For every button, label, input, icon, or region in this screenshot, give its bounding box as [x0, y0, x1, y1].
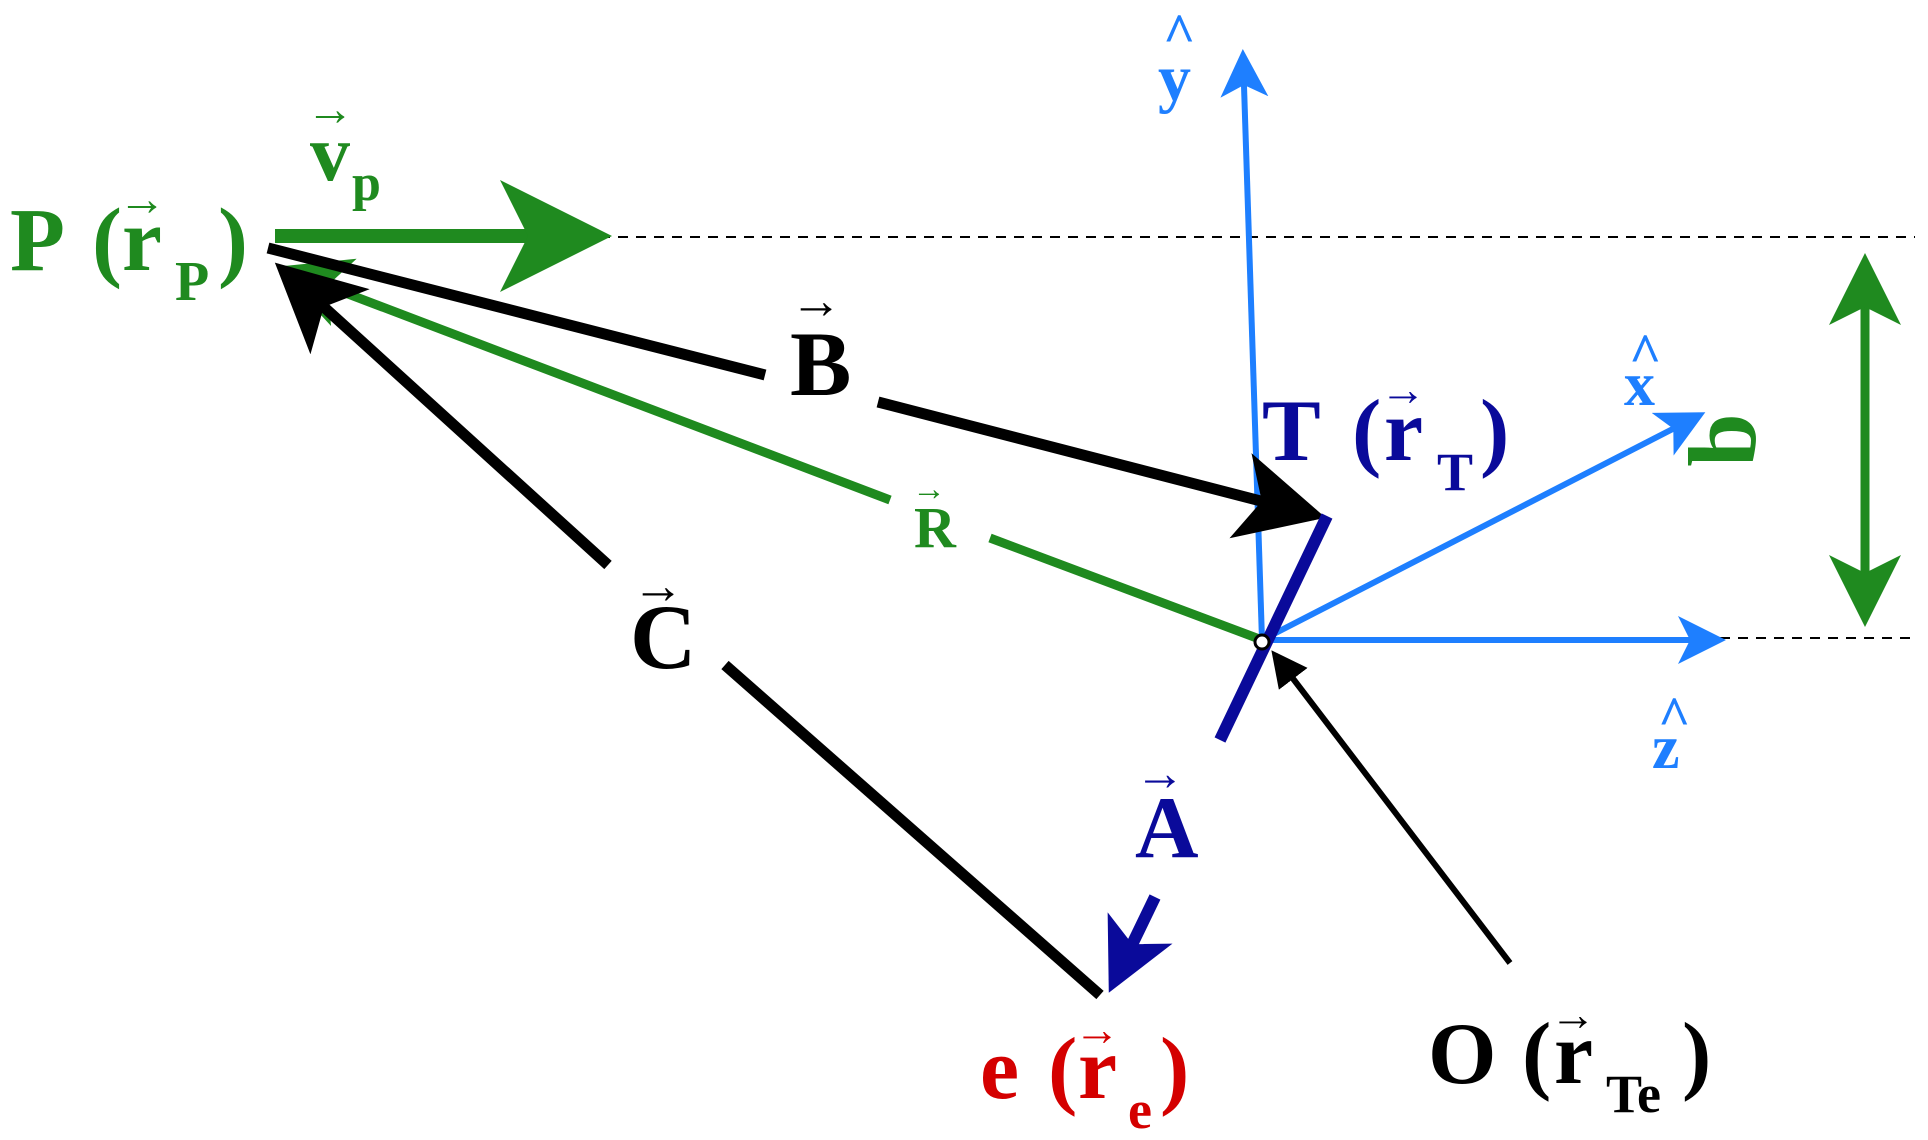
origin-point [1253, 633, 1271, 651]
R-vector-lower [988, 533, 1264, 645]
label-P: P ( r → P ) [10, 173, 248, 313]
b-label: b [1669, 413, 1776, 466]
B-letter: B [790, 313, 851, 415]
O-open-paren: ( [1522, 1006, 1551, 1103]
B-arrow: → [790, 273, 842, 330]
e-letter: e [980, 1021, 1019, 1118]
C-arrow: → [632, 558, 684, 615]
label-A: → A [1135, 745, 1199, 877]
x-hat-letter: x [1624, 351, 1655, 419]
P-open-paren: ( [92, 191, 122, 290]
y-hat-caret: ^ [1163, 3, 1196, 65]
e-vec-letter: r [1078, 1021, 1117, 1118]
C-vector-upper [274, 262, 612, 570]
O-close-paren: ) [1682, 1006, 1711, 1103]
C-vector-lower [721, 660, 1104, 1000]
A-vector-arrow [1107, 894, 1173, 993]
x-axis-line [1260, 412, 1706, 643]
A-vector-line [1214, 513, 1333, 743]
z-hat-letter: z [1652, 714, 1680, 782]
label-O: O ( → r Te ) [1428, 989, 1711, 1124]
R-vector-upper [276, 258, 892, 505]
e-open-paren: ( [1048, 1021, 1077, 1118]
A-letter: A [1135, 780, 1199, 877]
P-vec-arrow: → [118, 173, 166, 226]
z-hat-caret: ^ [1658, 686, 1691, 748]
label-x-hat: ^ x [1624, 323, 1662, 419]
vp-letter: v [310, 110, 350, 198]
vp-arrow: → [306, 83, 354, 136]
x-hat-caret: ^ [1629, 323, 1662, 385]
B-vector-lower [876, 396, 1326, 539]
vp-subscript: p [352, 155, 381, 212]
label-B: → B [790, 273, 851, 415]
A-arrow: → [1135, 745, 1185, 801]
O-vector [1271, 650, 1513, 965]
label-e: e ( → r e ) [980, 1004, 1189, 1140]
R-arrow: → [912, 471, 946, 508]
y-hat-letter: y [1158, 42, 1191, 115]
e-subscript: e [1128, 1080, 1152, 1140]
T-open-paren: ( [1352, 383, 1381, 480]
P-close-paren: ) [218, 191, 248, 290]
O-vec-letter: r [1554, 1006, 1593, 1103]
O-subscript: Te [1606, 1064, 1661, 1124]
label-C: → C [630, 558, 696, 688]
P-vec-letter: r [122, 191, 162, 290]
T-letter: T [1262, 383, 1321, 480]
T-vec-letter: r [1384, 383, 1423, 480]
C-letter: C [630, 586, 696, 688]
e-close-paren: ) [1160, 1021, 1189, 1118]
T-close-paren: ) [1480, 383, 1509, 480]
label-T: T ( → r T ) [1262, 364, 1509, 502]
label-vp: → v p [306, 83, 381, 212]
T-vec-arrow: → [1380, 364, 1426, 415]
R-letter: R [914, 495, 957, 560]
label-z-hat: ^ z [1652, 686, 1691, 782]
label-y-hat: ^ y [1158, 3, 1196, 115]
label-R: → R [912, 471, 957, 560]
e-vec-arrow: → [1074, 1004, 1120, 1055]
y-axis-line [1220, 49, 1269, 641]
O-vec-arrow: → [1550, 989, 1596, 1040]
P-subscript: P [175, 251, 209, 313]
T-subscript: T [1437, 442, 1473, 502]
O-letter: O [1428, 1006, 1496, 1103]
P-letter: P [10, 191, 65, 290]
